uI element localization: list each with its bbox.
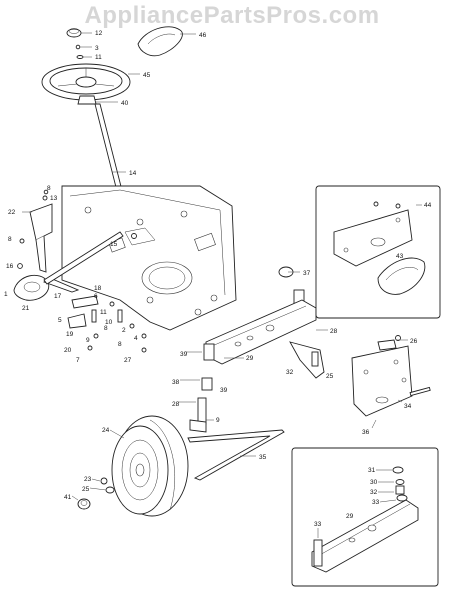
callout-label: 22 <box>8 209 16 216</box>
callout-label: 10 <box>105 319 113 326</box>
callout-label: 27 <box>124 357 132 364</box>
steering-linkage <box>13 189 147 353</box>
callout-label: 43 <box>396 253 404 260</box>
callout-label: 19 <box>66 331 74 338</box>
callout-label: 45 <box>143 72 151 79</box>
callout-leaders <box>22 32 422 538</box>
callout-label: 46 <box>199 32 207 39</box>
callout-label: 16 <box>6 263 14 270</box>
callout-label: 11 <box>95 54 102 61</box>
callout-label: 36 <box>362 429 370 436</box>
callout-label: 33 <box>314 521 322 528</box>
callout-label: 8 <box>8 236 12 243</box>
callout-label: 39 <box>180 351 188 358</box>
callout-label: 39 <box>220 387 228 394</box>
callout-label: 29 <box>346 513 354 520</box>
callout-label: 37 <box>303 270 311 277</box>
callout-label: 31 <box>368 467 376 474</box>
callout-labels: 12 46 3 11 45 40 14 8 13 22 15 37 44 43 … <box>4 30 432 528</box>
callout-label: 23 <box>84 476 92 483</box>
site-watermark: AppliancePartsPros.com <box>84 2 380 29</box>
callout-label: 4 <box>134 335 138 342</box>
callout-label: 1 <box>4 291 8 298</box>
front-tire <box>111 415 189 517</box>
callout-label: 11 <box>100 309 107 316</box>
callout-label: 28 <box>330 328 338 335</box>
callout-label: 33 <box>372 499 380 506</box>
callout-label: 9 <box>216 417 220 424</box>
inset-bracket <box>315 185 441 319</box>
callout-label: 14 <box>129 170 137 177</box>
callout-label: 7 <box>76 357 80 364</box>
front-axle-assembly <box>187 266 431 481</box>
callout-label: 25 <box>326 373 334 380</box>
chassis-frame <box>61 185 237 331</box>
callout-label: 8 <box>118 341 122 348</box>
callout-label: 35 <box>259 454 267 461</box>
callout-label: 2 <box>122 327 126 334</box>
callout-label: 9 <box>86 337 90 344</box>
callout-label: 5 <box>58 317 62 324</box>
callout-label: 6 <box>94 293 98 300</box>
callout-label: 13 <box>50 195 58 202</box>
callout-label: 40 <box>121 100 129 107</box>
callout-label: 38 <box>172 379 180 386</box>
callout-label: 8 <box>104 325 108 332</box>
callout-label: 28 <box>172 401 180 408</box>
callout-label: 15 <box>110 241 118 248</box>
inset-axle <box>291 447 439 587</box>
callout-label: 29 <box>246 355 254 362</box>
callout-label: 8 <box>47 185 51 192</box>
callout-label: 32 <box>286 369 294 376</box>
callout-label: 12 <box>95 30 103 37</box>
callout-label: 20 <box>64 347 72 354</box>
callout-label: 26 <box>410 338 418 345</box>
callout-label: 34 <box>404 403 412 410</box>
callout-label: 41 <box>64 494 72 501</box>
callout-label: 30 <box>370 479 378 486</box>
callout-label: 18 <box>94 285 102 292</box>
callout-label: 21 <box>22 305 30 312</box>
callout-label: 24 <box>102 427 110 434</box>
callout-label: 3 <box>95 45 99 52</box>
callout-label: 25 <box>82 486 90 493</box>
callout-label: 32 <box>370 489 378 496</box>
callout-label: 17 <box>54 293 62 300</box>
callout-label: 44 <box>424 202 432 209</box>
